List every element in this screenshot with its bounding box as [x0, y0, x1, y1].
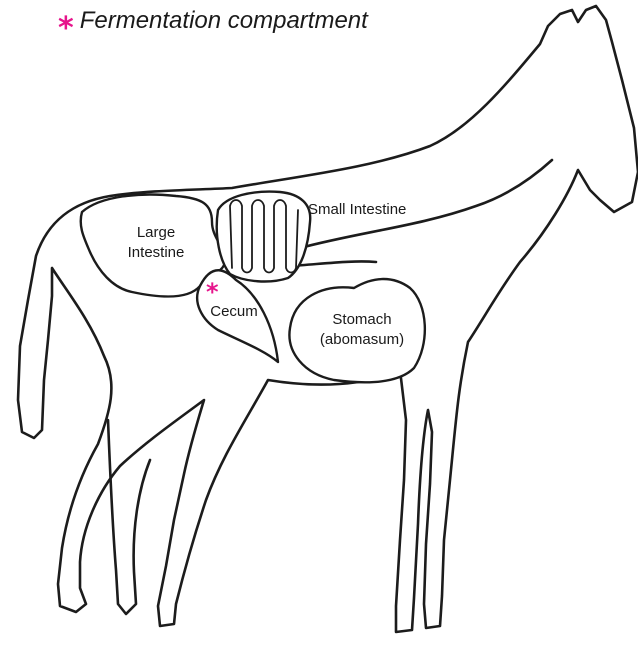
small-intestine-coils: [217, 192, 310, 282]
small-intestine-text: Small Intestine: [308, 201, 406, 218]
large-intestine-line1: Large: [116, 223, 196, 243]
label-small-intestine: Small Intestine: [308, 200, 406, 220]
belly-line: [290, 261, 376, 266]
fermentation-star-icon: *: [58, 14, 74, 44]
label-stomach: Stomach (abomasum): [302, 310, 422, 350]
stomach-line2: (abomasum): [302, 330, 422, 350]
legend-text: Fermentation compartment: [80, 7, 368, 35]
far-hind-leg: [108, 420, 150, 614]
cecum-star-icon: *: [206, 280, 219, 304]
legend: * Fermentation compartment: [58, 6, 368, 36]
label-cecum: Cecum: [202, 302, 266, 322]
large-intestine-line2: Intestine: [116, 243, 196, 263]
stomach-line1: Stomach: [302, 310, 422, 330]
cecum-text: Cecum: [210, 303, 258, 320]
label-large-intestine: Large Intestine: [116, 223, 196, 263]
